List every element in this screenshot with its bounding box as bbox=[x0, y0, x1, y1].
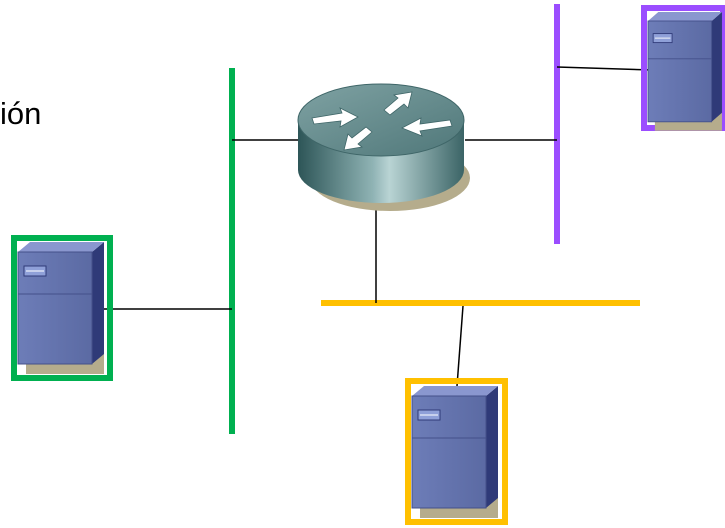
server-icon bbox=[647, 11, 723, 132]
left-server bbox=[11, 235, 113, 381]
link-right-server bbox=[556, 66, 653, 71]
slide-partial-text: ión bbox=[0, 96, 42, 131]
server-icon bbox=[17, 241, 105, 375]
bottom-server bbox=[405, 378, 508, 525]
right-server bbox=[641, 5, 725, 132]
server-icon bbox=[411, 385, 499, 519]
link-bottom-server bbox=[456, 305, 464, 387]
router-icon bbox=[297, 83, 470, 211]
